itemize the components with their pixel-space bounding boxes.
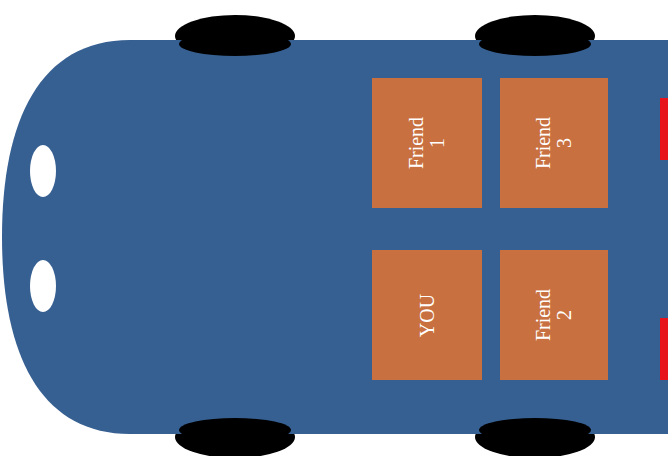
seat-box: Friend 2 — [500, 250, 608, 380]
wheel — [175, 15, 295, 57]
seat-label: Friend 1 — [406, 111, 448, 175]
wheel — [179, 418, 291, 442]
wheel — [475, 15, 595, 57]
seat-box: Friend 1 — [372, 78, 482, 208]
tail-light — [660, 318, 668, 380]
tail-light — [660, 98, 668, 160]
wheel — [179, 32, 291, 56]
seat-label: YOU — [417, 283, 438, 347]
headlight — [30, 145, 56, 197]
car-body — [2, 40, 668, 434]
seat-box: YOU — [372, 250, 482, 380]
headlight — [30, 260, 56, 312]
seat-box: Friend 3 — [500, 78, 608, 208]
seat-label: Friend 3 — [533, 111, 575, 175]
wheel — [479, 32, 591, 56]
seat-label: Friend 2 — [533, 283, 575, 347]
wheel — [479, 418, 591, 442]
